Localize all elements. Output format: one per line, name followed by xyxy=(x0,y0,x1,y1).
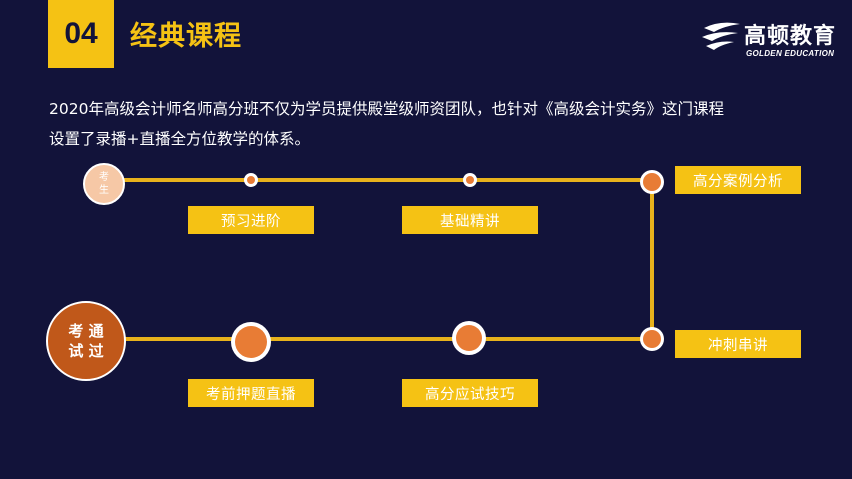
step-label-2: 基础精讲 xyxy=(402,206,538,234)
intro-line-1: 2020年高级会计师名师高分班不仅为学员提供殿堂级师资团队，也针对《高级会计实务… xyxy=(49,100,724,118)
start-node-line-1: 考 xyxy=(99,172,109,183)
timeline-top-line xyxy=(102,178,652,182)
logo-name-en: GOLDEN EDUCATION xyxy=(746,49,835,58)
timeline-right-line xyxy=(650,180,654,339)
end-node: 考 通 试 过 xyxy=(46,301,126,381)
section-title: 经典课程 xyxy=(130,21,242,52)
section-number: 04 xyxy=(48,0,114,68)
timeline-dot-step-2 xyxy=(463,173,477,187)
timeline-dot-step-3 xyxy=(640,170,664,194)
end-node-line-1: 考 通 xyxy=(68,322,104,340)
step-label-6: 考前押题直播 xyxy=(188,379,314,407)
timeline-bottom-line xyxy=(120,337,652,341)
logo-name-cn: 高顿教育 xyxy=(744,24,837,49)
golden-wing-logo-icon xyxy=(702,22,740,50)
intro-text: 2020年高级会计师名师高分班不仅为学员提供殿堂级师资团队，也针对《高级会计实务… xyxy=(49,94,839,154)
timeline-dot-step-6 xyxy=(231,322,271,362)
step-label-3: 高分案例分析 xyxy=(675,166,801,194)
brand-logo: 高顿教育 GOLDEN EDUCATION xyxy=(700,16,850,68)
start-node-line-2: 生 xyxy=(99,185,109,196)
timeline-dot-step-1 xyxy=(244,173,258,187)
intro-line-2: 设置了录播+直播全方位教学的体系。 xyxy=(49,130,310,148)
timeline-dot-step-4 xyxy=(640,327,664,351)
step-label-1: 预习进阶 xyxy=(188,206,314,234)
timeline-dot-step-5 xyxy=(452,321,486,355)
step-label-4: 冲刺串讲 xyxy=(675,330,801,358)
step-label-5: 高分应试技巧 xyxy=(402,379,538,407)
end-node-line-2: 试 过 xyxy=(68,342,104,360)
start-node: 考 生 xyxy=(83,163,125,205)
